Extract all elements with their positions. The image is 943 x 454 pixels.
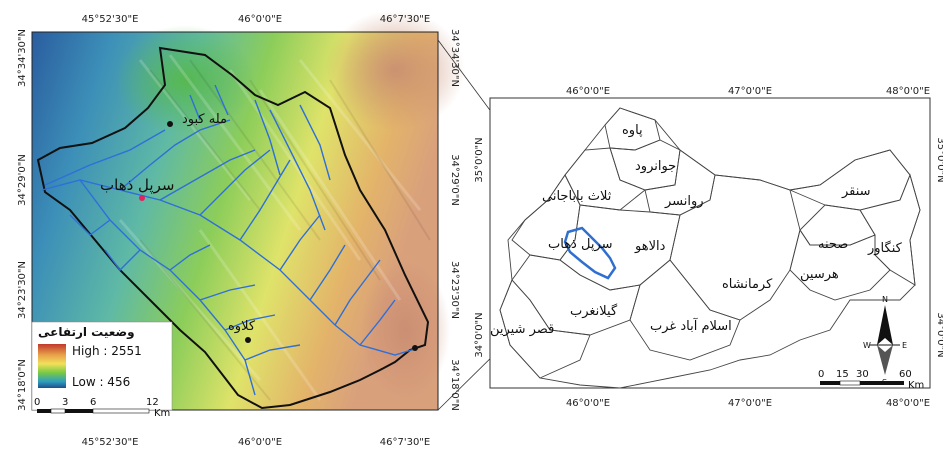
r-scale-unit: Km bbox=[908, 380, 924, 391]
r-bottom-coord-1: 46°0'0"E bbox=[566, 398, 610, 409]
ridge-zone bbox=[325, 10, 465, 130]
scale-tick-6: 6 bbox=[90, 397, 96, 408]
r-right-coord-1: 35°0'0"N bbox=[935, 137, 943, 182]
place-dot-malekabud bbox=[167, 121, 173, 127]
legend-ramp bbox=[38, 344, 66, 388]
province-map-panel: 46°0'0"E 47°0'0"E 48°0'0"E 46°0'0"E 47°0… bbox=[470, 0, 943, 450]
outlet-dot bbox=[412, 345, 418, 351]
county-harsin: هرسین bbox=[800, 267, 839, 282]
county-paveh: پاوه bbox=[622, 123, 643, 138]
top-coord-2: 46°0'0"E bbox=[238, 14, 282, 25]
r-scale-tick-0: 0 bbox=[818, 369, 824, 380]
top-coord-3: 46°7'30"E bbox=[380, 14, 430, 25]
top-coord-1: 45°52'30"E bbox=[82, 14, 139, 25]
r-scale-tick-30: 30 bbox=[856, 369, 869, 380]
place-label-kalaveh: کلاوه bbox=[228, 319, 256, 334]
scale-bar bbox=[37, 408, 150, 414]
county-gilan: گیلانغرب bbox=[570, 303, 618, 319]
right-coord-4: 34°18'0"N bbox=[449, 359, 460, 411]
county-salas: ثلاث باباجانی bbox=[542, 189, 612, 204]
bottom-coord-1: 45°52'30"E bbox=[82, 437, 139, 448]
r-bottom-coord-2: 47°0'0"E bbox=[728, 398, 772, 409]
left-coord-4: 34°18'0"N bbox=[17, 359, 28, 411]
place-dot-sarpol bbox=[139, 195, 145, 201]
scale-unit: Km bbox=[154, 408, 170, 419]
county-boundaries bbox=[499, 107, 921, 389]
county-kangavar: کنگاور bbox=[867, 240, 903, 256]
county-sonqor: سنقر bbox=[841, 184, 871, 199]
bottom-coord-3: 46°7'30"E bbox=[380, 437, 430, 448]
stream-network bbox=[41, 84, 419, 396]
elevation-map-panel: مله کبود سرپل ذهاب کلاوه 45°52'30"E 46°0… bbox=[0, 0, 470, 450]
map-frame bbox=[31, 31, 439, 411]
province-frame bbox=[489, 97, 931, 389]
r-left-coord-1: 35°0'0"N bbox=[474, 137, 485, 182]
county-javanrud: جوانرود bbox=[635, 159, 676, 174]
r-scale-tick-60: 60 bbox=[899, 369, 912, 380]
ridge-zone-south bbox=[360, 260, 450, 400]
study-area-outline bbox=[563, 226, 617, 280]
right-coord-2: 34°29'0"N bbox=[449, 154, 460, 206]
left-coord-2: 34°29'0"N bbox=[17, 154, 28, 206]
legend-high: High : 2551 bbox=[72, 344, 142, 358]
left-coord-1: 34°34'30"N bbox=[17, 29, 28, 87]
place-dot-kalaveh bbox=[245, 337, 251, 343]
legend-title: وضعیت ارتفاعی bbox=[38, 325, 135, 340]
county-sarpol: سرپل ذهاب bbox=[548, 237, 613, 252]
scale-tick-12: 12 bbox=[146, 397, 159, 408]
hillshade bbox=[118, 54, 422, 401]
county-eslamabad: اسلام آباد غرب bbox=[650, 317, 732, 334]
svg-text:N: N bbox=[882, 295, 888, 304]
bottom-coord-2: 46°0'0"E bbox=[238, 437, 282, 448]
right-coord-1: 34°34'30"N bbox=[449, 29, 460, 87]
left-coord-3: 34°23'30"N bbox=[17, 261, 28, 319]
r-right-coord-2: 34°0'0"N bbox=[935, 312, 943, 357]
county-dalahu: دالاهو bbox=[634, 239, 666, 254]
place-label-malekabud: مله کبود bbox=[182, 112, 227, 127]
scale-tick-0: 0 bbox=[34, 397, 40, 408]
scale-tick-3: 3 bbox=[62, 397, 68, 408]
right-coord-3: 34°23'30"N bbox=[449, 261, 460, 319]
svg-text:E: E bbox=[902, 341, 907, 350]
county-sahneh: صحنه bbox=[818, 237, 848, 252]
watershed-boundary bbox=[36, 46, 430, 410]
r-left-coord-2: 34°0'0"N bbox=[474, 312, 485, 357]
r-top-coord-2: 47°0'0"E bbox=[728, 86, 772, 97]
r-top-coord-1: 46°0'0"E bbox=[566, 86, 610, 97]
r-scale-tick-15: 15 bbox=[836, 369, 849, 380]
legend-low: Low : 456 bbox=[72, 375, 130, 389]
r-bottom-coord-3: 48°0'0"E bbox=[886, 398, 930, 409]
svg-text:W: W bbox=[863, 341, 871, 350]
place-label-sarpol: سرپل ذهاب bbox=[100, 176, 174, 195]
county-kermanshah: کرمانشاه bbox=[722, 277, 773, 292]
elevation-map-svg: مله کبود سرپل ذهاب کلاوه 45°52'30"E 46°0… bbox=[17, 10, 465, 448]
highland-zone bbox=[115, 25, 255, 135]
r-scale-bar bbox=[820, 380, 904, 386]
province-map-svg: 46°0'0"E 47°0'0"E 48°0'0"E 46°0'0"E 47°0… bbox=[474, 86, 943, 409]
county-qasr: قصر شیرین bbox=[490, 322, 554, 337]
r-top-coord-3: 48°0'0"E bbox=[886, 86, 930, 97]
county-ravansar: روانسر bbox=[664, 194, 704, 209]
